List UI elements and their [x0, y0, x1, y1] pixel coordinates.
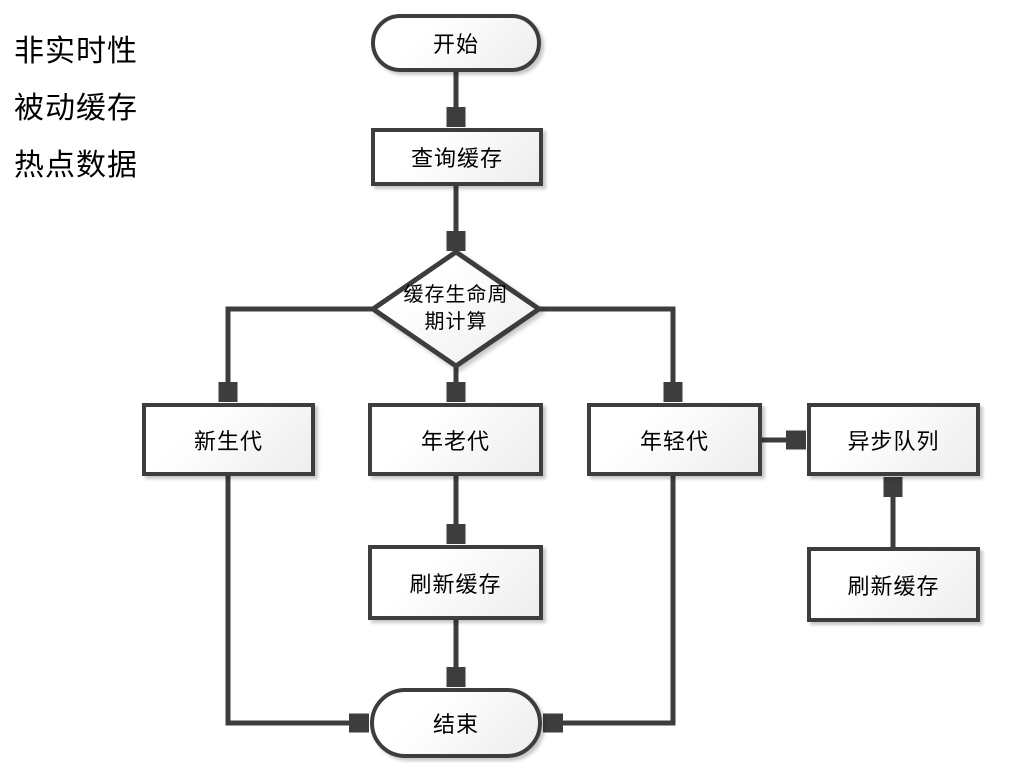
- caption-line-2: 被动缓存: [14, 92, 138, 125]
- node-end-label: 结束: [432, 712, 479, 737]
- node-old-generation-label: 年老代: [420, 428, 490, 454]
- arrow-new-to-end: [225, 476, 366, 723]
- arrow-decision-to-young: [540, 306, 673, 399]
- caption-line-1: 非实时性: [14, 35, 138, 68]
- node-start: 开始: [371, 14, 541, 72]
- arrow-young-to-end: [546, 476, 676, 723]
- node-young-generation-label: 年轻代: [639, 428, 709, 454]
- node-end: 结束: [370, 688, 542, 758]
- node-refresh-cache-right-label: 刷新缓存: [847, 573, 940, 599]
- node-old-generation: 年老代: [368, 403, 543, 476]
- node-query-cache-label: 查询缓存: [410, 146, 503, 171]
- node-new-generation-label: 新生代: [193, 428, 263, 454]
- diagram-caption: 非实时性 被动缓存 热点数据: [14, 23, 138, 194]
- node-lifecycle-decision: 缓存生命周 期计算: [368, 247, 544, 371]
- node-lifecycle-decision-label: 缓存生命周 期计算: [403, 284, 509, 333]
- node-refresh-cache-right: 刷新缓存: [807, 547, 980, 622]
- node-start-label: 开始: [432, 32, 479, 57]
- node-async-queue-label: 异步队列: [847, 428, 940, 454]
- node-refresh-cache-mid-label: 刷新缓存: [409, 571, 502, 597]
- node-young-generation: 年轻代: [587, 403, 762, 476]
- node-async-queue: 异步队列: [807, 403, 980, 476]
- node-refresh-cache-mid: 刷新缓存: [368, 545, 543, 620]
- node-new-generation: 新生代: [142, 403, 315, 476]
- node-query-cache: 查询缓存: [371, 128, 543, 186]
- caption-line-3: 热点数据: [14, 149, 138, 182]
- arrow-decision-to-new: [228, 306, 372, 399]
- diamond-shape: [370, 249, 542, 369]
